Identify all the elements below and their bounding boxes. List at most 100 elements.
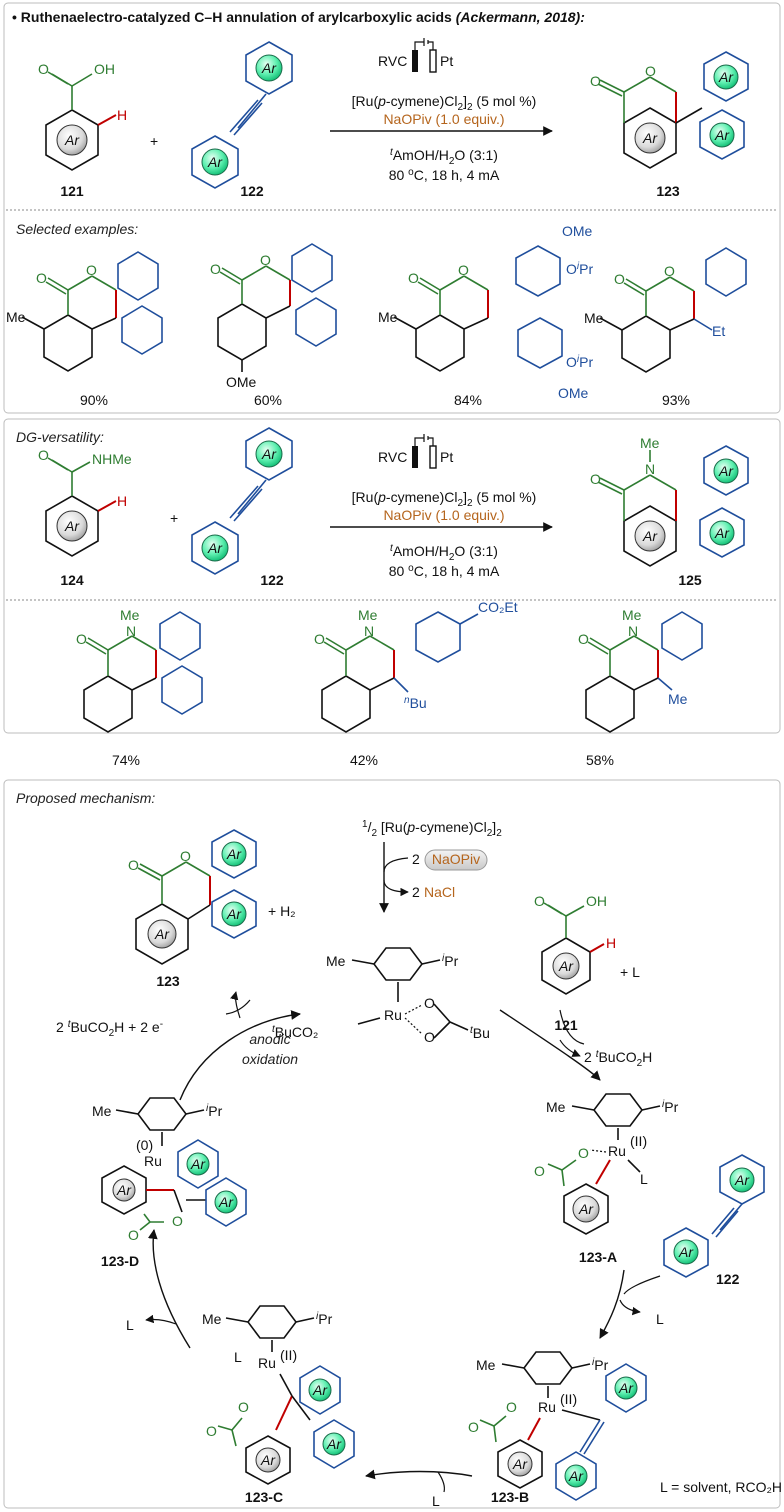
svg-text:O: O: [590, 73, 601, 89]
oxid-in: [225, 999, 251, 1015]
svg-text:60%: 60%: [254, 392, 282, 408]
released-l-3: L: [126, 1317, 134, 1333]
svg-text:Ar: Ar: [734, 1172, 750, 1188]
svg-text:tAmOH/H2O (3:1): tAmOH/H2O (3:1): [390, 147, 498, 167]
svg-text:[Ru(p-cymene)Cl2]2 (5 mol %): [Ru(p-cymene)Cl2]2 (5 mol %): [352, 93, 537, 113]
svg-text:NHMe: NHMe: [92, 451, 132, 467]
svg-text:NaCl: NaCl: [424, 884, 455, 900]
intermediate-123-C: Me iPr Ru (II) L O O Ar Ar Ar 123-C: [202, 1305, 355, 1505]
svg-text:(II): (II): [630, 1133, 647, 1149]
svg-text:NaOPiv: NaOPiv: [432, 851, 480, 867]
svg-text:OH: OH: [586, 893, 607, 909]
svg-text:122: 122: [240, 183, 264, 199]
svg-text:Ar: Ar: [312, 1382, 328, 1398]
svg-text:Ar: Ar: [718, 463, 734, 479]
mech-compound-123: Ar O O Ar Ar + H₂ 123: [128, 829, 296, 989]
ru-carboxylate-complex: Me iPr Ru tBuCO₂ O O tBu: [272, 947, 490, 1045]
svg-text:74%: 74%: [112, 752, 140, 768]
panel-1-title: • Ruthenaelectro-catalyzed C–H annulatio…: [12, 9, 585, 25]
amide-example-1: O N Me 74%: [76, 607, 203, 768]
intermediate-123-D: Me iPr (0) Ru Ar O O Ar Ar 123-D: [92, 1097, 247, 1269]
svg-text:OMe: OMe: [226, 374, 257, 390]
svg-text:CO₂Et: CO₂Et: [478, 599, 518, 615]
compound-122-b: Ar Ar 122: [191, 427, 293, 588]
svg-text:O: O: [172, 1213, 183, 1229]
cycle-arrow-2: [599, 1269, 625, 1339]
cycle-arrow-1: [499, 1009, 601, 1081]
svg-text:H: H: [606, 935, 616, 951]
svg-text:iPr: iPr: [592, 1357, 609, 1373]
svg-text:125: 125: [678, 572, 702, 588]
svg-text:O: O: [578, 631, 589, 647]
oxidation-byproduct: 2 tBuCO2H + 2 e-: [56, 1019, 163, 1039]
svg-text:iPr: iPr: [206, 1103, 223, 1119]
svg-text:[Ru(p-cymene)Cl2]2 (5 mol %): [Ru(p-cymene)Cl2]2 (5 mol %): [352, 489, 537, 509]
cycle-in-2: [623, 1275, 661, 1295]
svg-text:121: 121: [60, 183, 84, 199]
svg-text:Ar: Ar: [678, 1244, 694, 1260]
svg-text:Ar: Ar: [261, 446, 277, 462]
svg-text:Ar: Ar: [207, 154, 223, 170]
svg-text:Me: Me: [622, 607, 642, 623]
svg-text:O: O: [506, 1399, 517, 1415]
svg-text:tBuCO₂: tBuCO₂: [272, 1024, 318, 1040]
panel-3-frame: [3, 779, 781, 1509]
naopiv-curve: [383, 857, 409, 873]
svg-text:58%: 58%: [586, 752, 614, 768]
svg-text:Me: Me: [326, 953, 346, 969]
svg-text:Ar: Ar: [226, 906, 242, 922]
svg-text:Ru: Ru: [144, 1153, 162, 1169]
svg-text:OH: OH: [94, 61, 115, 77]
svg-text:(II): (II): [280, 1347, 297, 1363]
oxid-out: [230, 991, 241, 1019]
cycle-out-2: [619, 1299, 641, 1316]
svg-text:123: 123: [156, 973, 180, 989]
released-l-2: L: [432, 1493, 440, 1509]
svg-text:O: O: [86, 262, 97, 278]
svg-text:N: N: [126, 623, 136, 639]
cycle-out-1: [559, 1039, 581, 1057]
svg-text:O: O: [38, 61, 49, 77]
plus-sign-1: +: [150, 133, 158, 149]
svg-text:iPr: iPr: [442, 953, 459, 969]
svg-text:Ar: Ar: [64, 132, 80, 148]
svg-text:OMe: OMe: [558, 385, 589, 401]
svg-text:90%: 90%: [80, 392, 108, 408]
svg-text:Me: Me: [546, 1099, 566, 1115]
svg-text:O: O: [534, 1163, 545, 1179]
svg-text:Ar: Ar: [558, 958, 574, 974]
example-1: O O Me 90%: [6, 251, 163, 408]
svg-text:O: O: [458, 262, 469, 278]
svg-text:Ar: Ar: [326, 1436, 342, 1452]
svg-text:nBu: nBu: [404, 695, 427, 711]
svg-text:O: O: [76, 631, 87, 647]
svg-text:tAmOH/H2O (3:1): tAmOH/H2O (3:1): [390, 543, 498, 563]
svg-text:Ar: Ar: [116, 1182, 132, 1198]
example-3: O O Me OMe OiPr OiPr OMe 84%: [378, 223, 593, 408]
svg-text:Pt: Pt: [440, 449, 453, 465]
svg-text:O: O: [128, 857, 139, 873]
svg-text:122: 122: [260, 572, 284, 588]
svg-text:Me: Me: [476, 1357, 496, 1373]
svg-text:123-A: 123-A: [579, 1249, 617, 1265]
svg-text:H: H: [117, 107, 127, 123]
svg-text:O: O: [210, 261, 221, 277]
svg-text:Ar: Ar: [226, 846, 242, 862]
svg-text:(0): (0): [136, 1137, 153, 1153]
svg-text:Ru: Ru: [538, 1399, 556, 1415]
svg-text:Ar: Ar: [618, 1380, 634, 1396]
svg-text:O: O: [424, 1029, 435, 1045]
svg-text:Ar: Ar: [207, 540, 223, 556]
svg-text:Ar: Ar: [218, 1194, 234, 1210]
svg-text:O: O: [238, 1399, 249, 1415]
svg-text:RVC: RVC: [378, 53, 407, 69]
svg-text:Ar: Ar: [642, 130, 658, 146]
svg-text:Me: Me: [640, 435, 660, 451]
svg-text:124: 124: [60, 572, 84, 588]
released-l-1: L: [656, 1311, 664, 1327]
svg-text:O: O: [645, 63, 656, 79]
panel-1-frame: [3, 2, 781, 414]
cycle-arrow-5: [179, 1010, 301, 1101]
amide-example-3: O N Me Me 58%: [578, 607, 703, 768]
